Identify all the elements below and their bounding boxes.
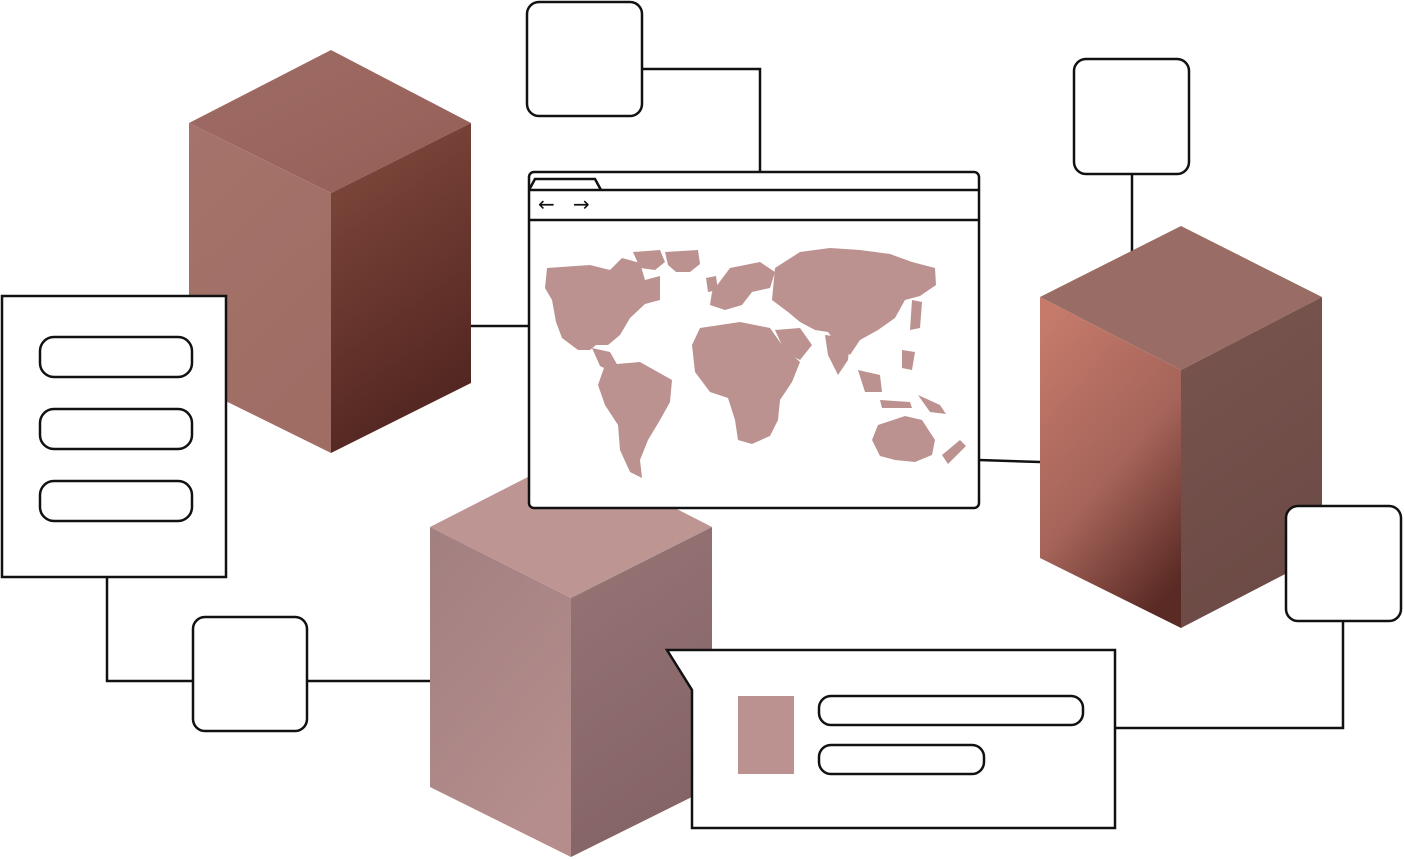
map-new-zealand — [942, 440, 966, 464]
cube-right-face — [571, 527, 712, 857]
cube-right-face — [331, 123, 471, 453]
browser-tab — [527, 177, 603, 191]
server-cube-bottom — [430, 455, 712, 857]
map-south-america — [598, 362, 672, 478]
map-indonesia — [880, 400, 912, 408]
map-india — [825, 335, 850, 375]
connector-card-to-node — [1115, 620, 1345, 730]
map-japan — [910, 300, 922, 330]
connector-list-panel-to-node — [105, 577, 193, 683]
cube-top-face — [1040, 226, 1322, 370]
arrow-right-icon[interactable]: → — [573, 192, 590, 216]
message-card-frame — [664, 648, 1117, 830]
list-pill-3 — [38, 479, 194, 523]
connector-lines — [105, 67, 1345, 730]
map-middle-east — [775, 328, 812, 360]
node-box-top — [525, 0, 644, 118]
arrow-left-icon[interactable]: ← — [538, 192, 555, 216]
message-line-2 — [817, 743, 986, 776]
browser-window: ← → — [527, 170, 981, 510]
world-map-icon — [545, 248, 966, 478]
node-box-bottom-left — [191, 615, 309, 733]
server-cube-top-left — [189, 50, 471, 453]
map-asia — [772, 248, 936, 355]
list-panel — [0, 294, 228, 579]
cube-top-face — [430, 455, 712, 598]
list-pill-2 — [38, 407, 194, 451]
cube-left-face — [430, 527, 571, 857]
server-cube-right — [1040, 226, 1322, 628]
node-box-bottom-right — [1284, 504, 1403, 623]
connector-browser-to-right-cube — [978, 458, 1041, 464]
map-arctic-island — [665, 250, 700, 272]
map-greenland — [633, 250, 665, 270]
connector-top-node-to-browser — [641, 67, 762, 171]
map-north-america — [545, 258, 660, 350]
message-thumbnail — [738, 696, 794, 774]
cube-left-face — [1040, 297, 1181, 628]
map-philippines — [902, 350, 915, 370]
node-box-top-right — [1072, 57, 1191, 176]
map-southeast-asia — [858, 370, 882, 392]
message-card — [664, 648, 1117, 830]
map-uk — [706, 276, 718, 292]
map-europe — [710, 262, 775, 310]
map-new-guinea — [918, 395, 946, 414]
list-pill-1 — [38, 335, 194, 379]
map-australia — [872, 416, 935, 462]
map-africa — [692, 322, 800, 444]
cube-top-face — [189, 50, 471, 193]
message-line-1 — [817, 694, 1085, 727]
